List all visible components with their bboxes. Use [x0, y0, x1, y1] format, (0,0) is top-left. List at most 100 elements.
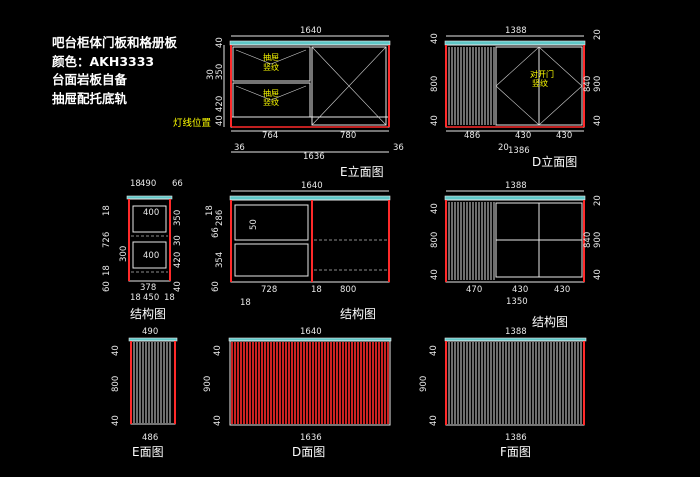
dim-18a: 18: [130, 179, 141, 189]
dim-470: 470: [466, 285, 482, 295]
drawer-box-top: [132, 205, 167, 233]
v-dim-900: 900: [203, 376, 213, 392]
v-dim-40b: 40: [111, 415, 121, 426]
dim-800: 800: [340, 285, 356, 295]
drawer-box-bottom: [234, 243, 309, 277]
dim-430b: 430: [556, 131, 572, 141]
view-title: D面图: [292, 445, 325, 459]
door-panel: [311, 46, 387, 126]
v-dim-900: 900: [419, 376, 429, 392]
view-title: D立面图: [532, 154, 577, 169]
e-face-view: 490 486 40 800 40 E面图: [111, 327, 178, 459]
countertop: [229, 40, 391, 46]
v-dim-800: 800: [430, 76, 440, 92]
view-title: E立面图: [340, 164, 384, 179]
dim-bottom: 1386: [505, 433, 527, 443]
v-dim-350: 350: [215, 64, 225, 80]
v-dim-60: 60: [102, 281, 112, 292]
v-dim-18a: 18: [205, 205, 215, 216]
view-title: E面图: [132, 445, 164, 459]
note-drawer-rail: 抽屉配托底轨: [52, 90, 128, 106]
door-cross-lines: [311, 46, 387, 126]
note-material: 吧台柜体门板和格册板: [52, 35, 178, 50]
dim-400b: 400: [143, 251, 159, 261]
drawer-top-grain: 竖纹: [263, 62, 279, 72]
dim-20: 20: [498, 143, 509, 153]
v-dim-300: 300: [119, 246, 129, 262]
v-dim-40c: 40: [593, 269, 603, 280]
view-title: 结构图: [340, 306, 376, 321]
dim-total: 1640: [300, 26, 322, 36]
v-dim-840: 840: [583, 232, 593, 248]
dim-378: 378: [140, 283, 156, 293]
dim-486: 486: [464, 131, 480, 141]
v-dim-40c: 40: [593, 115, 603, 126]
dim-total: 1388: [505, 181, 527, 191]
dim-18-bottom: 18: [240, 298, 251, 308]
drawer-bottom-label: 抽屉: [263, 88, 279, 98]
v-dim-40b: 40: [430, 115, 440, 126]
v-dim-20: 20: [593, 195, 603, 206]
view-title: 结构图: [130, 306, 166, 321]
drawer-box-top: [234, 204, 309, 241]
spec-notes: 吧台柜体门板和格册板 颜色：AKH3333 台面岩板自备 抽屉配托底轨: [52, 34, 177, 108]
v-dim-40a: 40: [430, 33, 440, 44]
door-label: 对开门: [530, 69, 554, 79]
dim-1350: 1350: [506, 297, 528, 307]
dim-400a: 400: [143, 208, 159, 218]
dim-18c: 18: [164, 293, 175, 303]
drawer-top-label: 抽屉: [263, 52, 279, 62]
dim-bottom-total: 1386: [508, 146, 530, 156]
v-dim-40a: 40: [430, 203, 440, 214]
dim-side-right: 36: [393, 143, 404, 153]
d-face-view: 1640 1636 40 900 40 D面图: [203, 327, 392, 459]
panel-outline: [130, 340, 176, 425]
e-structure-view: 490 18 66 400 400 378 18 450 18 18 726 1…: [102, 179, 183, 321]
v-dim-18b: 18: [102, 265, 112, 276]
v-dim-286: 286: [215, 210, 225, 226]
dim-450: 450: [143, 293, 159, 303]
v-dim-800: 800: [430, 232, 440, 248]
panel-outline: [229, 340, 391, 426]
d-structure-view: 1640 728 18 800 18 286 66 354 60 18 50 结…: [205, 181, 391, 321]
dim-right-cell: 780: [340, 131, 356, 141]
v-dim-60: 60: [211, 281, 221, 292]
slat-panel: [133, 342, 171, 423]
drawer-marks: [235, 49, 307, 101]
v-dim-18a: 18: [102, 205, 112, 216]
view-title: F面图: [500, 445, 531, 459]
door-grain: 竖纹: [532, 78, 548, 88]
v-dim-350: 350: [173, 210, 183, 226]
slat-panel: [448, 202, 495, 280]
v-dim-20: 20: [593, 29, 603, 40]
v-dim-40b: 40: [213, 415, 223, 426]
slat-panel: [448, 47, 495, 125]
d-elevation-view: 1388 486 20 430 430 1386 40 800 40 20 84…: [430, 26, 603, 169]
f-structure-view: 1388 470 430 430 1350 40 800 40 20 840 9…: [430, 181, 603, 329]
dim-top: 1388: [505, 327, 527, 337]
dim-728: 728: [261, 285, 277, 295]
light-wire-note: 灯线位置: [173, 117, 211, 129]
dim-left-cell: 764: [262, 131, 278, 141]
dim-430a: 430: [515, 131, 531, 141]
dim-18b: 18: [130, 293, 141, 303]
dim-side-left: 36: [234, 143, 245, 153]
v-dim-40a: 40: [429, 345, 439, 356]
v-dim-900: 900: [593, 76, 603, 92]
dim-total: 1640: [301, 181, 323, 191]
f-face-view: 1388 1386 40 900 40 F面图: [419, 327, 587, 459]
slat-panel: [231, 342, 389, 424]
drawer-bottom-grain: 竖纹: [263, 97, 279, 107]
v-dim-40b: 40: [430, 269, 440, 280]
dim-top: 1640: [300, 327, 322, 337]
countertop: [444, 40, 586, 46]
v-dim-50: 50: [249, 219, 259, 230]
dim-bottom: 1636: [300, 433, 322, 443]
v-dim-726: 726: [102, 232, 112, 248]
v-dim-40: 40: [173, 281, 183, 292]
v-dim-66: 66: [211, 227, 221, 238]
view-title: 结构图: [532, 314, 568, 329]
v-dim-420: 420: [215, 96, 225, 112]
v-dim-420: 420: [173, 252, 183, 268]
